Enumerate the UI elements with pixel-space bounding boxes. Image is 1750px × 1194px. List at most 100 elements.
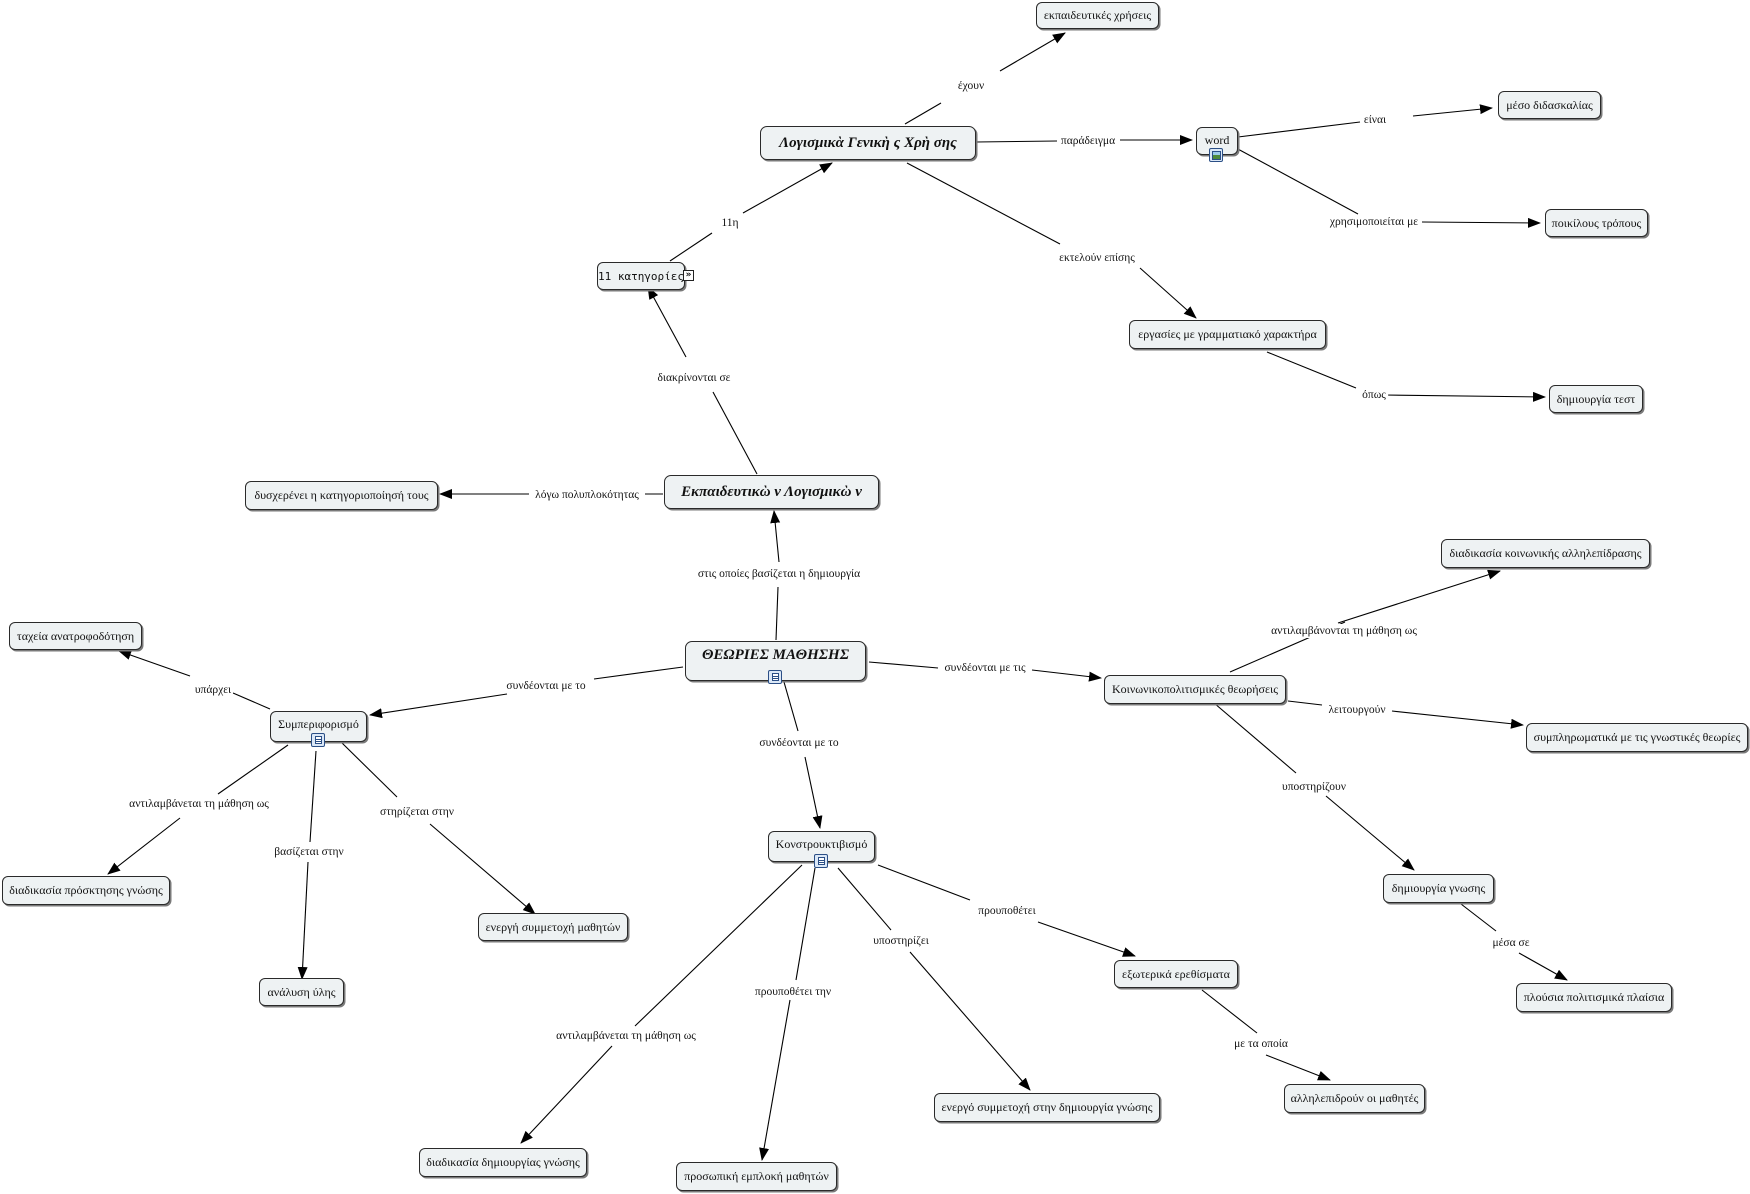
concept-grammar-tasks[interactable]: εργασίες με γραμματιακό χαρακτήρα	[1129, 320, 1326, 349]
line-theories-conndown	[783, 681, 799, 732]
line-perceives-acq	[107, 817, 181, 875]
concept-behaviorism[interactable]: Συμπεριφορισμό	[270, 711, 367, 742]
line-creation-through	[1460, 903, 1497, 932]
line-used-ways	[1421, 217, 1541, 228]
expand-icon[interactable]: »	[683, 270, 694, 281]
line-through-rich	[1518, 952, 1568, 981]
line-general-also	[906, 162, 1061, 245]
line-isbased-analysis	[297, 861, 309, 980]
link-label-operate: λειτουργούν	[1326, 703, 1388, 717]
line-general-have	[904, 102, 942, 125]
line-with-interact	[1265, 1054, 1331, 1081]
line-theories-connleft	[593, 666, 684, 680]
line-presupthe-personal	[759, 999, 791, 1161]
concept-11-categories[interactable]: 11 κατηγορίες	[597, 262, 685, 290]
concept-knowledge-creation-process[interactable]: διαδικασία δημιουργίας γνώσης	[419, 1148, 587, 1177]
concept-various-ways[interactable]: ποικίλους τρόπους	[1545, 209, 1648, 237]
link-label-through: μέσα σε	[1490, 936, 1532, 950]
link-label-also-perform: εκτελούν επίσης	[1057, 251, 1137, 265]
concept-material-analysis[interactable]: ανάλυση ύλης	[259, 978, 344, 1006]
link-label-with-which: με τα οποία	[1232, 1037, 1290, 1051]
link-label-connected-left: συνδέονται με το	[504, 679, 588, 693]
concept-educational-software[interactable]: Εκπαιδευτικὼ ν Λογισμικὼ ν	[664, 475, 879, 509]
concept-knowledge-acquisition[interactable]: διαδικασία πρόσκτησης γνώσης	[2, 876, 170, 905]
link-label-perceive-social: αντιλαμβάνονται τη μάθηση ως	[1269, 624, 1419, 638]
document-resource-icon[interactable]	[311, 733, 325, 747]
line-eleventh-general	[742, 162, 833, 214]
line-conndown-con	[804, 756, 823, 829]
line-word-used	[1235, 147, 1359, 215]
line-perceive-social	[1337, 569, 1501, 624]
line-con-presup	[877, 864, 971, 901]
line-connright-socio	[1031, 669, 1102, 682]
line-beh-perceives	[217, 744, 289, 795]
concept-educational-uses[interactable]: εκπαιδευτικές χρήσεις	[1036, 2, 1159, 29]
connection-lines	[107, 32, 1568, 1161]
line-relies-active	[429, 823, 536, 915]
link-label-supports: υποστηρίζει	[871, 934, 931, 948]
concept-students-interact[interactable]: αλληλεπιδρούν οι μαθητές	[1284, 1084, 1425, 1113]
line-external-with	[1201, 989, 1258, 1034]
line-con-supports	[837, 867, 892, 931]
concept-teaching-means[interactable]: μέσο διδασκαλίας	[1498, 91, 1601, 119]
link-label-is-based-on: βασίζεται στην	[272, 845, 346, 859]
line-operate-compl	[1391, 710, 1524, 729]
link-label-divided-into: διακρίνονται σε	[655, 371, 733, 385]
link-label-based-creation: στις οποίες βασίζεται η δημιουργία	[695, 567, 863, 581]
line-based-edu	[770, 510, 781, 563]
concept-external-stimuli[interactable]: εξωτερικά ερεθίσματα	[1114, 960, 1238, 988]
link-label-relies-on: στηρίζεται στην	[378, 805, 456, 819]
concept-complementary[interactable]: συμπληρωματικά με τις γνωστικές θεωρίες	[1526, 723, 1748, 752]
line-support-creation	[1325, 795, 1415, 871]
concept-active-participation[interactable]: ενεργή συμμετοχή μαθητών	[478, 913, 628, 941]
link-label-example: παράδειγμα	[1058, 134, 1118, 148]
document-resource-icon[interactable]	[814, 854, 828, 868]
link-label-eleventh: 11η	[719, 216, 741, 230]
link-label-presupposes-the: προυποθέτει την	[752, 985, 834, 999]
line-supports-activecreation	[909, 951, 1031, 1091]
document-resource-icon[interactable]	[768, 670, 782, 684]
link-label-perceives-beh: αντιλαμβάνεται τη μάθηση ως	[127, 797, 271, 811]
concept-rich-cultural[interactable]: πλούσια πολιτισμικά πλαίσια	[1516, 983, 1672, 1012]
concept-general-software[interactable]: Λογισμικὰ Γενικὴ ς Χρὴ σης	[760, 126, 976, 160]
line-divided-cat	[647, 286, 687, 358]
link-label-support-socio: υποστηρίζουν	[1280, 780, 1348, 794]
line-presup-external	[1037, 921, 1136, 957]
concept-classification-hard[interactable]: δυσχερένει η κατηγοριοποίησή τους	[245, 481, 438, 510]
concept-social-interaction[interactable]: διαδικασία κοινωνικής αλληλεπίδρασης	[1441, 539, 1650, 568]
concept-sociocultural[interactable]: Κοινωνικοπολιτισμικές θεωρήσεις	[1104, 675, 1286, 704]
line-theories-based	[775, 586, 779, 641]
line-edu-divided	[712, 391, 758, 475]
line-general-example	[975, 140, 1058, 143]
line-beh-isbased	[309, 750, 317, 843]
line-con-presupthe	[795, 867, 816, 981]
line-connleft-beh	[369, 693, 508, 719]
concept-knowledge-creation[interactable]: δημιουργία γνωσης	[1383, 874, 1494, 903]
link-label-connected-down: συνδέονται με το	[757, 736, 841, 750]
line-word-is	[1237, 121, 1361, 138]
line-beh-relies	[340, 741, 398, 798]
concept-fast-feedback[interactable]: ταχεία ανατροφοδότηση	[9, 622, 142, 650]
link-label-connected-right: συνδέονται με τις	[942, 661, 1028, 675]
link-label-such-as: όπως	[1360, 388, 1388, 402]
link-label-is: είναι	[1361, 113, 1389, 127]
concept-personal-involvement[interactable]: προσωπική εμπλοκή μαθητών	[676, 1162, 837, 1191]
line-is-means	[1412, 104, 1493, 117]
line-exists-fast	[118, 650, 191, 677]
link-label-perceives-con: αντιλαμβάνεται τη μάθηση ως	[554, 1029, 698, 1043]
link-label-presupposes: προυποθέτει	[976, 904, 1038, 918]
line-theories-connright	[868, 661, 939, 669]
line-also-grammar	[1139, 267, 1197, 319]
link-label-used-with: χρησιμοποιείται με	[1327, 215, 1421, 229]
link-label-exists: υπάρχει	[192, 683, 234, 697]
image-resource-icon[interactable]	[1209, 148, 1223, 162]
concept-active-in-creation[interactable]: ενεργό συμμετοχή στην δημιουργία γνώσης	[934, 1093, 1160, 1122]
line-grammar-such	[1266, 351, 1357, 389]
line-con-perceives	[634, 864, 803, 1027]
link-label-due-complexity: λόγω πολυπλοκότητας	[533, 488, 641, 502]
line-socio-support	[1213, 702, 1297, 774]
concept-test-creation[interactable]: δημιουργία τεστ	[1549, 385, 1643, 413]
line-perceives-process	[520, 1045, 613, 1144]
line-cat-eleventh	[669, 232, 713, 262]
